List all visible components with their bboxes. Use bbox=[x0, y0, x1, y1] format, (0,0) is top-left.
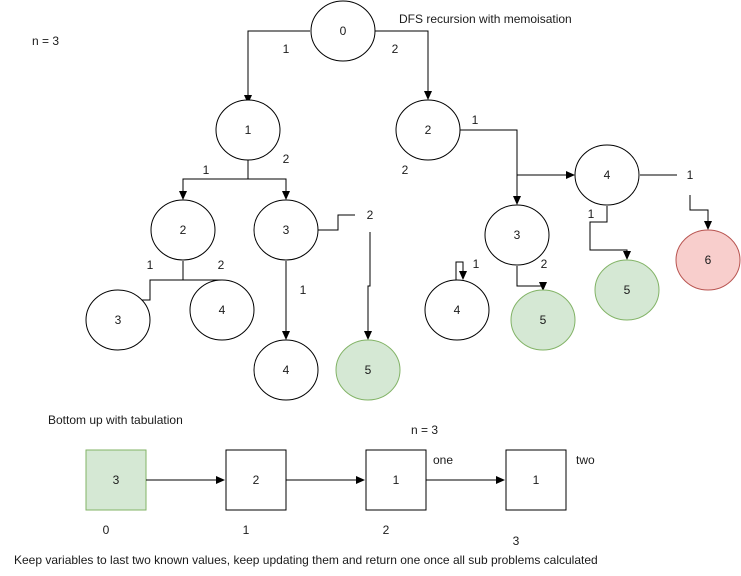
node-label: 3 bbox=[283, 223, 290, 237]
edge-label: 2 bbox=[218, 258, 225, 272]
bottom-title: Bottom up with tabulation bbox=[48, 413, 183, 427]
node-label: 2 bbox=[180, 223, 187, 237]
node-circle bbox=[675, 229, 741, 291]
edge-label: 1 bbox=[300, 283, 307, 297]
node-label: 1 bbox=[245, 123, 252, 137]
nodes-layer: 0 1 2 2 3 3 3 4 4 4 4 5 5 5 6 bbox=[85, 0, 741, 401]
tree-node-n5a: 5 bbox=[335, 339, 401, 401]
edge-label: 1 bbox=[472, 113, 479, 127]
tab-box-value: 1 bbox=[533, 473, 540, 487]
node-circle bbox=[424, 279, 490, 341]
node-label: 6 bbox=[705, 253, 712, 267]
edge-label: 1 bbox=[283, 42, 290, 56]
tree-node-n4c: 4 bbox=[424, 279, 490, 341]
edge-label: 1 bbox=[473, 257, 480, 271]
node-circle bbox=[594, 259, 660, 321]
node-circle bbox=[215, 99, 281, 161]
edge-2b-3 bbox=[460, 129, 521, 205]
edge-label: 2 bbox=[283, 152, 290, 166]
tree-node-n3c: 3 bbox=[484, 204, 550, 266]
tree-node-n6: 6 bbox=[675, 229, 741, 291]
node-label: 4 bbox=[454, 303, 461, 317]
edge-1-3 bbox=[248, 178, 290, 200]
tab-box-value: 3 bbox=[113, 473, 120, 487]
edge-label: 2 bbox=[541, 257, 548, 271]
edge-label: 2 bbox=[392, 42, 399, 56]
tree-node-n4d: 4 bbox=[574, 144, 640, 206]
var-two-label: two bbox=[576, 453, 595, 467]
node-label: 4 bbox=[604, 168, 611, 182]
node-label: 5 bbox=[624, 283, 631, 297]
tab-box-index: 1 bbox=[243, 523, 250, 537]
tab-box-2: 12 bbox=[365, 449, 427, 537]
node-label: 4 bbox=[283, 363, 290, 377]
node-circle bbox=[253, 199, 319, 261]
edge-label: 1 bbox=[687, 168, 694, 182]
tab-box-3: 13 bbox=[505, 449, 567, 548]
diagram-title: DFS recursion with memoisation bbox=[399, 12, 572, 26]
tree-node-n5b: 5 bbox=[510, 289, 576, 351]
n-label-bottom: n = 3 bbox=[411, 423, 438, 437]
node-circle bbox=[510, 289, 576, 351]
node-label: 2 bbox=[425, 123, 432, 137]
tab-box-rect bbox=[85, 449, 147, 511]
footer-note: Keep variables to last two known values,… bbox=[14, 553, 598, 567]
node-circle bbox=[253, 339, 319, 401]
edge-label: 1 bbox=[203, 163, 210, 177]
tab-box-index: 3 bbox=[513, 534, 520, 548]
node-circle bbox=[189, 279, 255, 341]
edge-3-5-drop bbox=[364, 232, 372, 340]
node-label: 3 bbox=[115, 313, 122, 327]
edge-0-1 bbox=[244, 30, 310, 104]
tree-node-n3b: 3 bbox=[253, 199, 319, 261]
tab-box-0: 30 bbox=[85, 449, 147, 537]
node-label: 0 bbox=[340, 24, 347, 38]
tree-node-n4b: 4 bbox=[253, 339, 319, 401]
tab-box-index: 2 bbox=[383, 523, 390, 537]
tab-box-value: 2 bbox=[253, 473, 260, 487]
edge-label: 2 bbox=[367, 208, 374, 222]
edge-label: 2 bbox=[402, 163, 409, 177]
node-label: 5 bbox=[540, 313, 547, 327]
node-circle bbox=[335, 339, 401, 401]
tab-box-rect bbox=[365, 449, 427, 511]
tab-box-rect bbox=[505, 449, 567, 511]
node-circle bbox=[484, 204, 550, 266]
tab-box-index: 0 bbox=[103, 523, 110, 537]
edge-4-5 bbox=[589, 206, 631, 260]
tab-box-rect bbox=[225, 449, 287, 511]
node-circle bbox=[85, 289, 151, 351]
n-label-top: n = 3 bbox=[32, 34, 59, 48]
tree-node-n3: 3 bbox=[85, 289, 151, 351]
node-label: 3 bbox=[514, 228, 521, 242]
node-label: 4 bbox=[219, 303, 226, 317]
tab-box-1: 21 bbox=[225, 449, 287, 537]
tree-node-n2: 2 bbox=[150, 199, 216, 261]
node-circle bbox=[395, 99, 461, 161]
edge-3c-5 bbox=[516, 266, 547, 291]
edge-1-2 bbox=[179, 160, 249, 200]
tree-node-n2b: 2 bbox=[395, 99, 461, 161]
edge-label-layer: 1 2 1 2 2 1 1 2 1 2 1 1 2 1 bbox=[147, 42, 694, 297]
edge-label: 1 bbox=[588, 207, 595, 221]
tree-node-n5c: 5 bbox=[594, 259, 660, 321]
node-circle bbox=[310, 0, 376, 62]
tab-box-value: 1 bbox=[393, 473, 400, 487]
edge-0-2 bbox=[375, 30, 432, 100]
node-circle bbox=[150, 199, 216, 261]
edge-3-5 bbox=[318, 214, 355, 231]
edge-label: 1 bbox=[147, 258, 154, 272]
tree-node-n0: 0 bbox=[310, 0, 376, 62]
edge-4-6 bbox=[689, 195, 712, 230]
tree-node-n4a: 4 bbox=[189, 279, 255, 341]
var-one-label: one bbox=[433, 453, 453, 467]
node-label: 5 bbox=[365, 363, 372, 377]
node-circle bbox=[574, 144, 640, 206]
tree-node-n1: 1 bbox=[215, 99, 281, 161]
